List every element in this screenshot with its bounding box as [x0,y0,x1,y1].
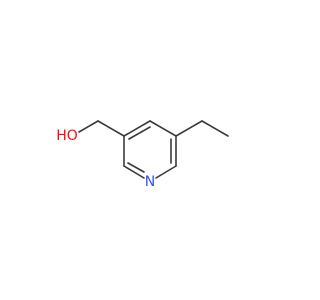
methanol-bond-oxygen [78,120,99,133]
ring-bond-c6-c1 [123,120,151,137]
ring-bond-c1-c2 [149,120,177,137]
ring-bond-c3-n [155,165,177,179]
structure-drawing: HO N [56,120,229,190]
ring-bond-n-c5-inner [127,162,145,173]
ethyl-bond-2 [201,120,229,137]
ring-nitrogen-label: N [145,174,155,190]
ring-bond-c6-c1-inner [128,126,151,140]
structure-canvas: HO N [56,120,229,190]
hydroxyl-label: HO [56,128,78,144]
ring-bond-n-c5 [123,165,145,179]
methanol-bond-ring [97,120,125,137]
ethyl-bond-1 [175,120,203,137]
